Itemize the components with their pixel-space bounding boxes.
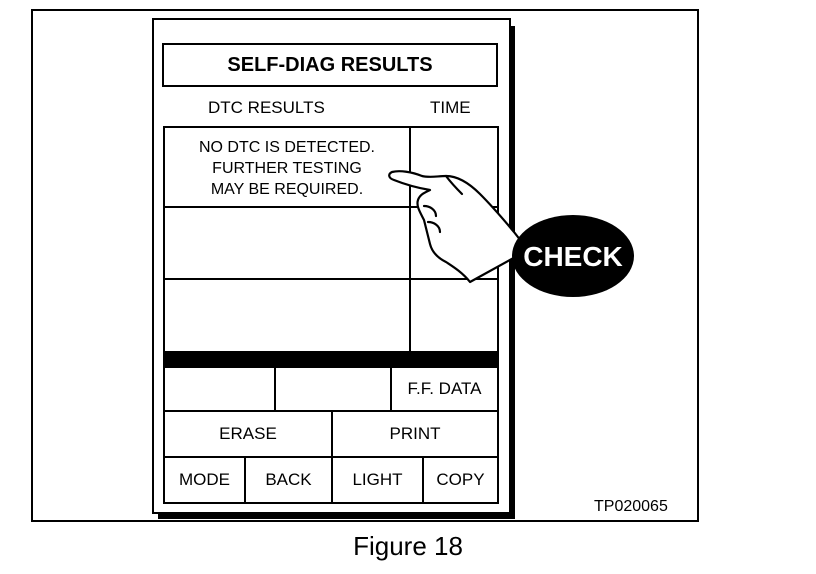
message-line-2: FURTHER TESTING [212,160,362,177]
figure-frame [31,9,699,522]
screen-title: SELF-DIAG RESULTS [162,43,498,87]
figure-caption: Figure 18 [353,531,463,561]
device-shadow-right [510,26,515,519]
dtc-results-header: DTC RESULTS [208,98,325,117]
pointing-hand-icon [388,170,530,284]
results-column-divider [409,126,411,353]
message-line-3: MAY BE REQUIRED. [210,181,364,198]
results-row-divider-1 [163,206,499,208]
results-row-divider-2 [163,278,499,280]
check-callout: CHECK [512,215,634,297]
check-callout-ellipse [512,215,634,297]
figure-code: TP020065 [594,498,668,515]
time-header: TIME [430,98,471,117]
message-line-1: NO DTC IS DETECTED. [198,139,375,156]
device-shadow-bottom [158,514,515,519]
separator-bar [163,352,499,368]
no-dtc-message: NO DTC IS DETECTED. FURTHER TESTING MAY … [163,137,411,200]
copy-button[interactable]: COPY [422,456,499,504]
check-callout-label: CHECK [523,241,623,272]
